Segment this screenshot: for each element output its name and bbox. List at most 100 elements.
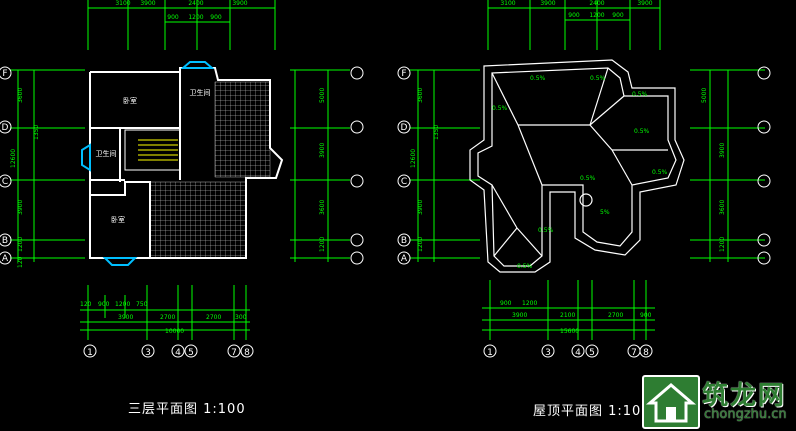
slope-1: 0.5% <box>530 75 546 82</box>
right-top-dim-4: 3900 <box>637 0 652 7</box>
left-room-4: 卫生间 <box>96 149 117 158</box>
left-bot-dim-9: 10000 <box>165 328 184 335</box>
right-plan <box>410 0 765 340</box>
right-axis-A: A <box>401 254 408 264</box>
right-top-dim-6: 1200 <box>589 12 604 19</box>
left-dim-r1: 5000 <box>319 88 326 103</box>
right-plan-roof <box>469 59 685 273</box>
left-plan-title: 三层平面图 1:100 <box>128 402 246 417</box>
slope-9: 0.5% <box>492 105 508 112</box>
slope-6: 0.5% <box>652 169 668 176</box>
right-dim-v3: 12600 <box>410 149 417 168</box>
right-plan-title: 屋顶平面图 1:100 <box>533 404 651 419</box>
right-dim-r3: 3600 <box>719 200 726 215</box>
right-dim-v5: 1200 <box>417 237 424 252</box>
right-bot-dim-7: 15600 <box>560 328 579 335</box>
right-plan-text: 3100 3900 2400 3900 900 1200 900 0.5% 0.… <box>410 0 726 335</box>
slope-4: 0.5% <box>634 128 650 135</box>
left-bot-dim-6: 2700 <box>206 314 221 321</box>
house-logo-icon <box>642 375 700 429</box>
left-axis-1: 1 <box>87 348 93 358</box>
left-axis-labels: 1 3 4 5 7 8 F D C B A <box>2 69 251 358</box>
right-axis-bubbles <box>397 66 771 358</box>
left-dim-v4: 3900 <box>17 200 24 215</box>
left-axis-F: F <box>2 69 7 79</box>
left-plan-text: 3100 3900 2400 3900 900 1200 900 卧室 卧室 卫… <box>10 0 326 335</box>
left-bot-dim-5: 2700 <box>160 314 175 321</box>
right-axis-C: C <box>401 177 407 187</box>
slope-10: 5% <box>600 209 610 216</box>
left-dim-v1: 3600 <box>17 88 24 103</box>
right-top-dim-1: 3100 <box>500 0 515 7</box>
right-top-dim-5: 900 <box>568 12 580 19</box>
left-room-3: 卫生间 <box>190 88 211 97</box>
left-bot-dim-7: 300 <box>235 314 247 321</box>
left-axis-A: A <box>2 254 9 264</box>
right-dim-r1: 5000 <box>701 88 708 103</box>
right-bot-dim-3: 2100 <box>560 312 575 319</box>
left-axis-4: 4 <box>175 348 181 358</box>
left-room-2: 卧室 <box>111 215 125 224</box>
slope-7: 0.5% <box>538 227 554 234</box>
left-room-1: 卧室 <box>123 96 137 105</box>
left-bot-dim-3: 1200 <box>115 301 130 308</box>
left-axis-B: B <box>2 236 8 246</box>
right-dim-v4: 3900 <box>417 200 424 215</box>
right-axis-5: 5 <box>589 348 595 358</box>
left-dim-v6: 120 <box>17 256 24 268</box>
right-bot-dim-5: 900 <box>640 312 652 319</box>
left-top-dim-3: 2400 <box>188 0 203 7</box>
right-top-dim-7: 900 <box>612 12 624 19</box>
left-dim-r4: 1200 <box>319 237 326 252</box>
right-axis-F: F <box>401 69 406 79</box>
left-plan <box>10 0 350 340</box>
left-axis-7: 7 <box>231 348 237 358</box>
right-dim-v1: 3600 <box>417 88 424 103</box>
right-axis-3: 3 <box>545 348 551 358</box>
watermark: 筑龙网 chongzhu.cn <box>640 373 796 429</box>
watermark-url: chongzhu.cn <box>704 407 787 422</box>
right-bot-dim-1: 900 <box>500 300 512 307</box>
left-bot-dim-4: 750 <box>136 301 148 308</box>
slope-5: 0.5% <box>580 175 596 182</box>
right-axis-B: B <box>401 236 407 246</box>
right-axis-1: 1 <box>487 348 493 358</box>
right-dim-v2: 1350 <box>433 125 440 140</box>
right-axis-8: 8 <box>643 348 649 358</box>
right-axis-4: 4 <box>575 348 581 358</box>
left-top-dim-6: 1200 <box>188 14 203 21</box>
left-axis-3: 3 <box>145 348 151 358</box>
right-axis-7: 7 <box>631 348 637 358</box>
right-dim-r4: 1200 <box>719 237 726 252</box>
left-axis-5: 5 <box>188 348 194 358</box>
left-bot-dim-2: 900 <box>98 301 110 308</box>
right-top-dim-3: 2400 <box>589 0 604 7</box>
left-top-dim-5: 900 <box>167 14 179 21</box>
right-bot-dim-4: 2700 <box>608 312 623 319</box>
left-top-dim-1: 3100 <box>115 0 130 7</box>
right-dim-r2: 3900 <box>719 143 726 158</box>
left-top-dim-7: 900 <box>210 14 222 21</box>
watermark-cn: 筑龙网 <box>702 381 787 411</box>
left-plan-stairs <box>124 129 181 171</box>
slope-3: 0.5% <box>632 91 648 98</box>
right-axis-labels: 1 3 4 5 7 8 F D C B A <box>401 69 650 358</box>
left-plan-balcony-tiles <box>149 81 271 259</box>
slope-8: 0.5% <box>517 263 533 270</box>
right-axis-D: D <box>401 123 408 133</box>
left-dim-r2: 3900 <box>319 143 326 158</box>
left-top-dim-4: 3900 <box>232 0 247 7</box>
left-axis-bubbles <box>0 66 364 358</box>
right-bot-dim-6: 3900 <box>512 312 527 319</box>
left-dim-v3: 12600 <box>10 149 17 168</box>
left-axis-C: C <box>2 177 8 187</box>
left-dim-v5: 1200 <box>17 237 24 252</box>
left-axis-D: D <box>2 123 9 133</box>
left-dim-v2: 1350 <box>33 125 40 140</box>
slope-2: 0.5% <box>590 75 606 82</box>
left-top-dim-2: 3900 <box>140 0 155 7</box>
left-bot-dim-8: 3900 <box>118 314 133 321</box>
left-axis-8: 8 <box>244 348 250 358</box>
left-dim-r3: 3600 <box>319 200 326 215</box>
